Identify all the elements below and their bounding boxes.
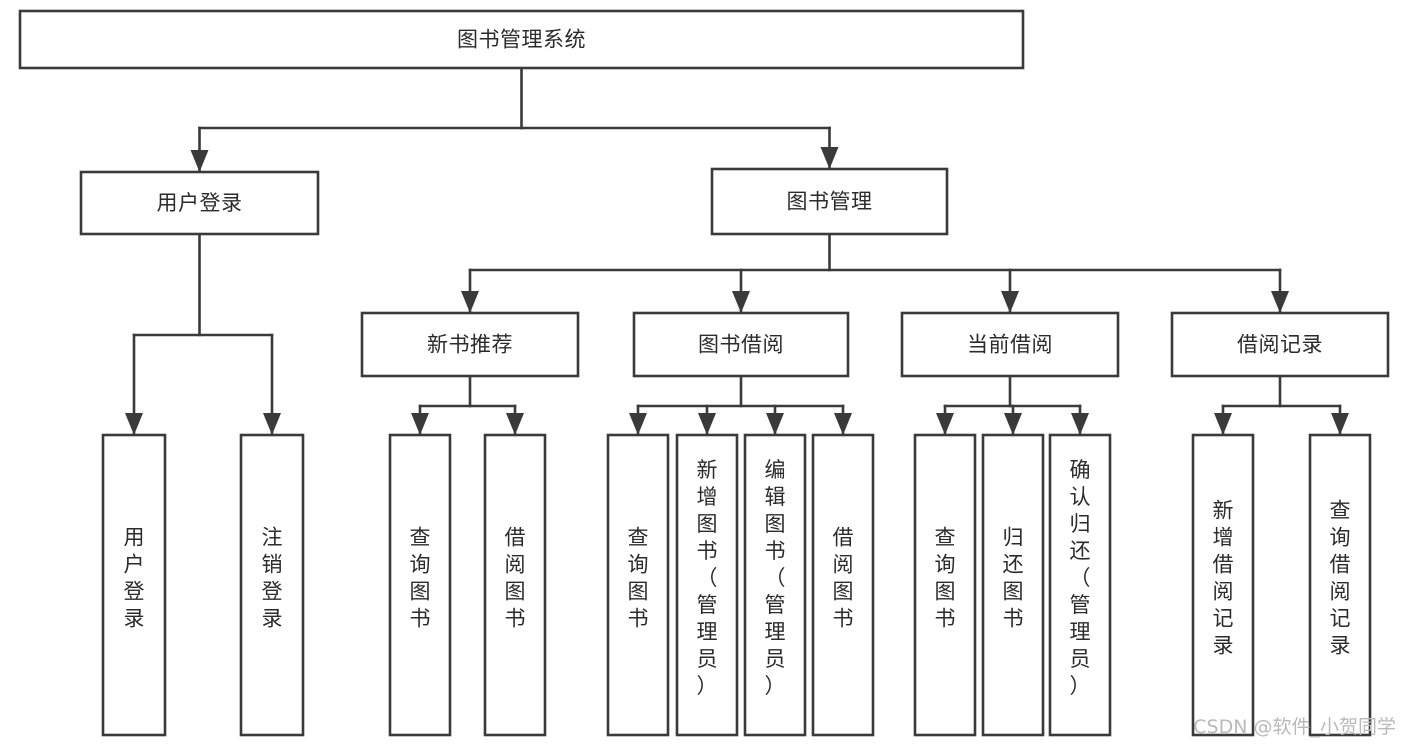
node-borrow-record-label: 借阅记录 (1237, 333, 1323, 357)
node-leaf-add-record[interactable]: 新增借阅记录 (1191, 433, 1255, 737)
csdn-watermark: CSDN @软件_小贺同学 (1193, 716, 1396, 738)
node-leaf-add-record-label: 新增借阅记录 (1213, 499, 1234, 658)
current-borrow-to-leaves-arrow-0 (936, 413, 954, 435)
node-book-borrow-box (632, 311, 850, 378)
book-management-to-level2-arrow-2 (1001, 291, 1019, 313)
node-book-management-label: 图书管理 (787, 190, 873, 214)
node-current-borrow-box (900, 311, 1120, 378)
node-leaf-user-login[interactable]: 用户登录 (101, 433, 167, 737)
node-new-book-recommend-label: 新书推荐 (427, 333, 513, 357)
node-leaf-query-book-rec-label: 查询图书 (410, 526, 431, 631)
node-leaf-query-book-rec[interactable]: 查询图书 (388, 433, 452, 737)
node-leaf-logout[interactable]: 注销登录 (239, 433, 305, 737)
node-leaf-query-book-cur-label: 查询图书 (935, 526, 956, 631)
node-leaf-borrow-book[interactable]: 借阅图书 (811, 433, 875, 737)
book-borrow-to-leaves-arrow-3 (834, 413, 852, 435)
node-leaf-query-record-box (1308, 433, 1372, 737)
node-leaf-return-book-label: 归还图书 (1003, 526, 1024, 631)
node-book-management-box (710, 167, 949, 236)
node-current-borrow-label: 当前借阅 (967, 333, 1053, 357)
node-leaf-query-record[interactable]: 查询借阅记录 (1308, 433, 1372, 737)
node-leaf-add-book-box (675, 433, 739, 737)
new-book-recommend-to-leaves-arrow-1 (506, 413, 524, 435)
node-layer: 图书管理系统用户登录图书管理新书推荐图书借阅当前借阅借阅记录用户登录注销登录查询… (18, 9, 1390, 737)
node-leaf-user-login-box (101, 433, 167, 737)
node-leaf-borrow-book-box (811, 433, 875, 737)
node-book-borrow[interactable]: 图书借阅 (632, 311, 850, 378)
node-leaf-query-book-borrow-box (606, 433, 670, 737)
node-leaf-add-record-box (1191, 433, 1255, 737)
node-root[interactable]: 图书管理系统 (18, 9, 1025, 70)
node-leaf-logout-box (239, 433, 305, 737)
user-login-to-leaves-arrow-0 (125, 413, 143, 435)
borrow-record-to-leaves-arrow-1 (1331, 413, 1349, 435)
book-borrow-to-leaves-arrow-0 (629, 413, 647, 435)
book-borrow-to-leaves-arrow-2 (766, 413, 784, 435)
node-current-borrow[interactable]: 当前借阅 (900, 311, 1120, 378)
node-book-borrow-label: 图书借阅 (698, 333, 784, 357)
node-leaf-borrow-book-label: 借阅图书 (833, 526, 854, 631)
node-leaf-query-book-borrow-label: 查询图书 (628, 526, 649, 631)
node-leaf-edit-book-box (743, 433, 807, 737)
book-borrow-to-leaves-arrow-1 (698, 413, 716, 435)
node-book-management[interactable]: 图书管理 (710, 167, 949, 236)
node-leaf-query-record-label: 查询借阅记录 (1330, 499, 1351, 658)
node-leaf-confirm-return[interactable]: 确认归还（管理员） (1048, 433, 1112, 737)
connector-layer (125, 66, 1349, 436)
borrow-record-to-leaves-arrow-0 (1214, 413, 1232, 435)
node-user-login-box (79, 170, 320, 236)
node-leaf-borrow-book-rec-box (483, 433, 547, 737)
book-management-to-level2-arrow-3 (1271, 291, 1289, 313)
new-book-recommend-to-leaves-arrow-0 (411, 413, 429, 435)
node-leaf-edit-book[interactable]: 编辑图书（管理员） (743, 433, 807, 737)
node-root-box (18, 9, 1025, 70)
node-borrow-record-box (1170, 311, 1390, 378)
node-leaf-borrow-book-rec[interactable]: 借阅图书 (483, 433, 547, 737)
node-leaf-return-book[interactable]: 归还图书 (981, 433, 1045, 737)
user-login-to-leaves-arrow-1 (263, 413, 281, 435)
node-new-book-recommend-box (360, 311, 580, 378)
book-management-to-level2-arrow-0 (461, 291, 479, 313)
node-leaf-query-book-rec-box (388, 433, 452, 737)
node-new-book-recommend[interactable]: 新书推荐 (360, 311, 580, 378)
node-leaf-user-login-label: 用户登录 (124, 526, 145, 631)
node-leaf-add-book-label: 新增图书（管理员） (697, 458, 718, 698)
node-leaf-confirm-return-box (1048, 433, 1112, 737)
book-management-to-level2-arrow-1 (732, 291, 750, 313)
node-borrow-record[interactable]: 借阅记录 (1170, 311, 1390, 378)
node-leaf-borrow-book-rec-label: 借阅图书 (505, 526, 526, 631)
node-user-login[interactable]: 用户登录 (79, 170, 320, 236)
node-leaf-query-book-cur-box (913, 433, 977, 737)
node-leaf-return-book-box (981, 433, 1045, 737)
current-borrow-to-leaves-arrow-2 (1071, 413, 1089, 435)
node-root-label: 图书管理系统 (457, 28, 586, 52)
root-to-level1-arrow-0 (190, 150, 209, 172)
node-leaf-query-book-borrow[interactable]: 查询图书 (606, 433, 670, 737)
node-leaf-add-book[interactable]: 新增图书（管理员） (675, 433, 739, 737)
node-leaf-edit-book-label: 编辑图书（管理员） (765, 458, 786, 698)
current-borrow-to-leaves-arrow-1 (1004, 413, 1022, 435)
node-user-login-label: 用户登录 (157, 191, 243, 215)
node-leaf-query-book-cur[interactable]: 查询图书 (913, 433, 977, 737)
node-leaf-confirm-return-label: 确认归还（管理员） (1070, 458, 1091, 698)
node-leaf-logout-label: 注销登录 (262, 526, 283, 631)
root-to-level1-arrow-1 (820, 147, 839, 169)
